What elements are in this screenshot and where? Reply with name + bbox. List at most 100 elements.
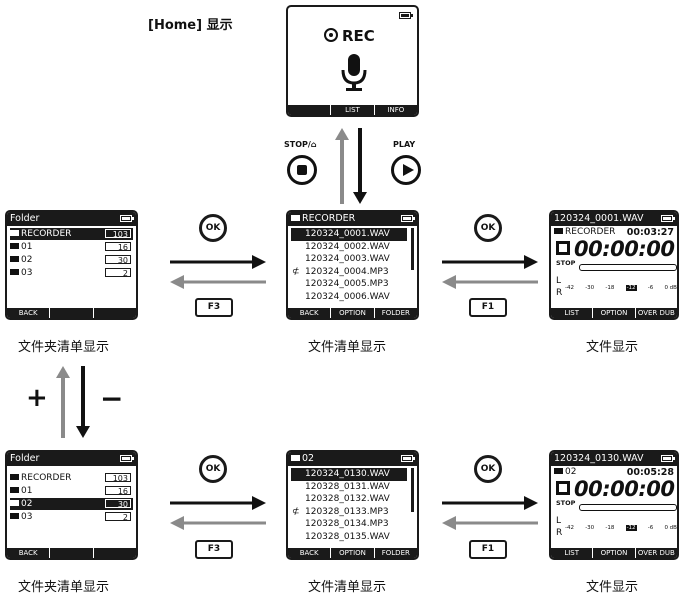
folder-list-caption: 文件夹清单显示 [18,580,110,595]
file-item[interactable]: 120324_0003.WAV [305,254,390,264]
softkey-3[interactable] [93,548,136,558]
softkey-2[interactable] [50,548,93,558]
file-view-filename: 120324_0130.WAV [554,453,644,464]
file-list-title: RECORDER [302,213,356,224]
stop-button[interactable] [287,155,317,185]
folder-list-softkeys: BACK [7,308,136,318]
softkey-option[interactable]: OPTION [331,308,374,318]
battery-icon [120,455,134,462]
file-view-folder: RECORDER [554,227,615,237]
folder-icon [10,486,19,493]
softkey-folder[interactable]: FOLDER [374,548,417,558]
file-item[interactable]: 120324_0006.WAV [305,291,390,302]
softkey-3[interactable] [93,308,136,318]
file-view-screen-1: 120324_0001.WAV RECORDER 00:03:27 00:00:… [549,210,679,320]
file-item[interactable]: 120324_0005.MP3 [305,279,389,289]
play-button[interactable] [391,155,421,185]
softkey-back[interactable]: BACK [288,308,331,318]
stop-state-icon [556,481,570,495]
battery-icon [401,215,415,222]
scrollbar[interactable] [411,228,414,270]
f1-button[interactable]: F1 [469,540,507,559]
softkey-option[interactable]: OPTION [593,548,635,558]
right-arrow-black [170,255,266,269]
up-arrow-gray [56,366,70,438]
plus-sign: + [26,383,48,413]
file-view-titlebar: 120324_0130.WAV [551,452,677,466]
f1-button[interactable]: F1 [469,298,507,317]
file-list-caption: 文件清单显示 [308,580,387,595]
file-item[interactable]: ⊄120324_0004.MP3 [292,266,389,277]
ok-button[interactable]: OK [199,214,227,242]
file-list-caption: 文件清单显示 [308,340,387,355]
rec-dot-icon [324,28,338,42]
folder-icon [10,242,19,249]
file-list-softkeys: BACK OPTION FOLDER [288,308,417,318]
softkey-list[interactable]: LIST [331,105,374,115]
file-item[interactable]: 120324_0130.WAV [291,468,407,481]
down-arrow-black [353,128,367,204]
softkey-back[interactable]: BACK [7,308,50,318]
file-item[interactable]: ⊄120328_0133.MP3 [292,506,389,517]
folder-list-title: Folder [10,453,40,464]
file-item[interactable]: 120324_0001.WAV [291,228,407,241]
softkey-overdub[interactable]: OVER DUB [635,308,677,318]
folder-icon [10,473,19,480]
file-view-caption: 文件显示 [586,580,639,595]
softkey-list[interactable]: LIST [551,308,593,318]
level-meter-scale: -42 -30 -18 -12 -6 0 dB [565,285,677,291]
right-arrow-black [442,255,538,269]
file-item[interactable]: 120328_0134.MP3 [305,519,389,529]
left-arrow-gray [170,275,266,289]
folder-icon [554,467,563,474]
ok-button[interactable]: OK [474,214,502,242]
softkey-folder[interactable]: FOLDER [374,308,417,318]
folder-icon [10,229,19,236]
file-view-screen-2: 120324_0130.WAV 02 00:05:28 00:00:00 STO… [549,450,679,560]
softkey-1[interactable] [288,105,331,115]
softkey-option[interactable]: OPTION [331,548,374,558]
channel-r: R [556,528,563,538]
ok-button[interactable]: OK [199,455,227,483]
f3-button[interactable]: F3 [195,540,233,559]
battery-icon [661,455,675,462]
softkey-back[interactable]: BACK [288,548,331,558]
channel-l: L [556,516,562,526]
file-list-title: 02 [302,453,315,464]
file-list-screen-1: RECORDER 120324_0001.WAV 120324_0002.WAV… [286,210,419,320]
file-view-folder: 02 [554,467,576,477]
ok-button[interactable]: OK [474,455,502,483]
battery-icon [401,455,415,462]
softkey-overdub[interactable]: OVER DUB [635,548,677,558]
file-item[interactable]: 120324_0002.WAV [305,241,390,252]
file-item[interactable]: 120328_0132.WAV [305,494,390,504]
microphone-icon [341,54,367,91]
stop-state-icon [556,241,570,255]
softkey-2[interactable] [50,308,93,318]
file-item[interactable]: 120328_0131.WAV [305,481,390,492]
home-title: [Home] 显示 [148,18,233,33]
folder-list-titlebar: Folder [7,212,136,226]
softkey-info[interactable]: INFO [374,105,417,115]
file-item[interactable]: 120328_0135.WAV [305,531,390,542]
softkey-option[interactable]: OPTION [593,308,635,318]
left-arrow-gray [442,516,538,530]
right-arrow-black [442,496,538,510]
softkey-back[interactable]: BACK [7,548,50,558]
f3-button[interactable]: F3 [195,298,233,317]
stop-icon [297,165,307,175]
right-arrow-black [170,496,266,510]
home-softkeys: LIST INFO [288,105,417,115]
softkey-list[interactable]: LIST [551,548,593,558]
scrollbar[interactable] [411,468,414,512]
stop-button-label: STOP/⌂ [284,140,317,149]
